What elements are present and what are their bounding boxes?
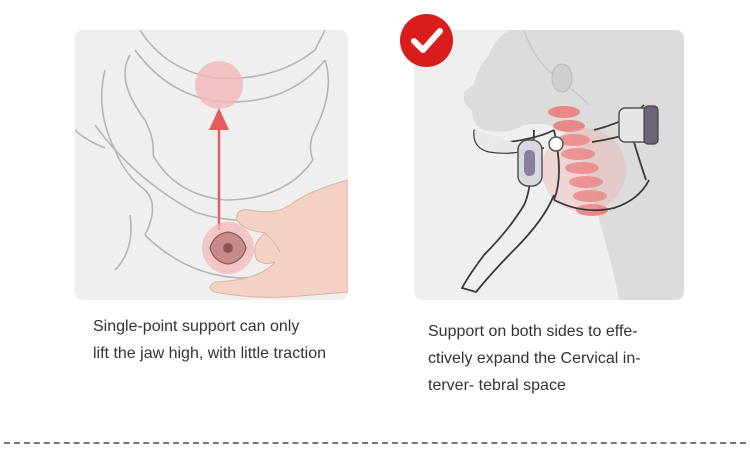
right-caption-line: ctively expand the Cervical in- bbox=[428, 350, 641, 367]
right-caption-line: Support on both sides to effe- bbox=[428, 323, 638, 340]
left-caption-line: Single-point support can only bbox=[93, 318, 300, 335]
rear-knob-icon bbox=[643, 105, 659, 145]
brace-outline bbox=[75, 30, 348, 279]
left-caption: Single-point support can only lift the j… bbox=[93, 313, 373, 367]
chin-support-point-icon bbox=[195, 61, 243, 109]
dual-side-brace-illustration bbox=[460, 30, 684, 300]
single-point-support-image bbox=[75, 30, 348, 300]
head-silhouette-icon bbox=[463, 30, 684, 300]
right-caption: Support on both sides to effe- ctively e… bbox=[428, 318, 708, 399]
left-caption-line: lift the jaw high, with little traction bbox=[93, 345, 326, 362]
right-caption-line: terver- tebral space bbox=[428, 377, 566, 394]
ear-icon bbox=[551, 63, 573, 93]
dashed-divider bbox=[4, 442, 746, 444]
checkmark-badge bbox=[400, 14, 453, 67]
single-point-brace-illustration bbox=[75, 30, 348, 298]
hand-icon bbox=[209, 179, 348, 298]
checkmark-icon bbox=[411, 28, 443, 53]
dual-side-support-image bbox=[414, 30, 684, 300]
spine-highlight-icon bbox=[548, 106, 608, 216]
arrow-head-icon bbox=[209, 108, 229, 130]
